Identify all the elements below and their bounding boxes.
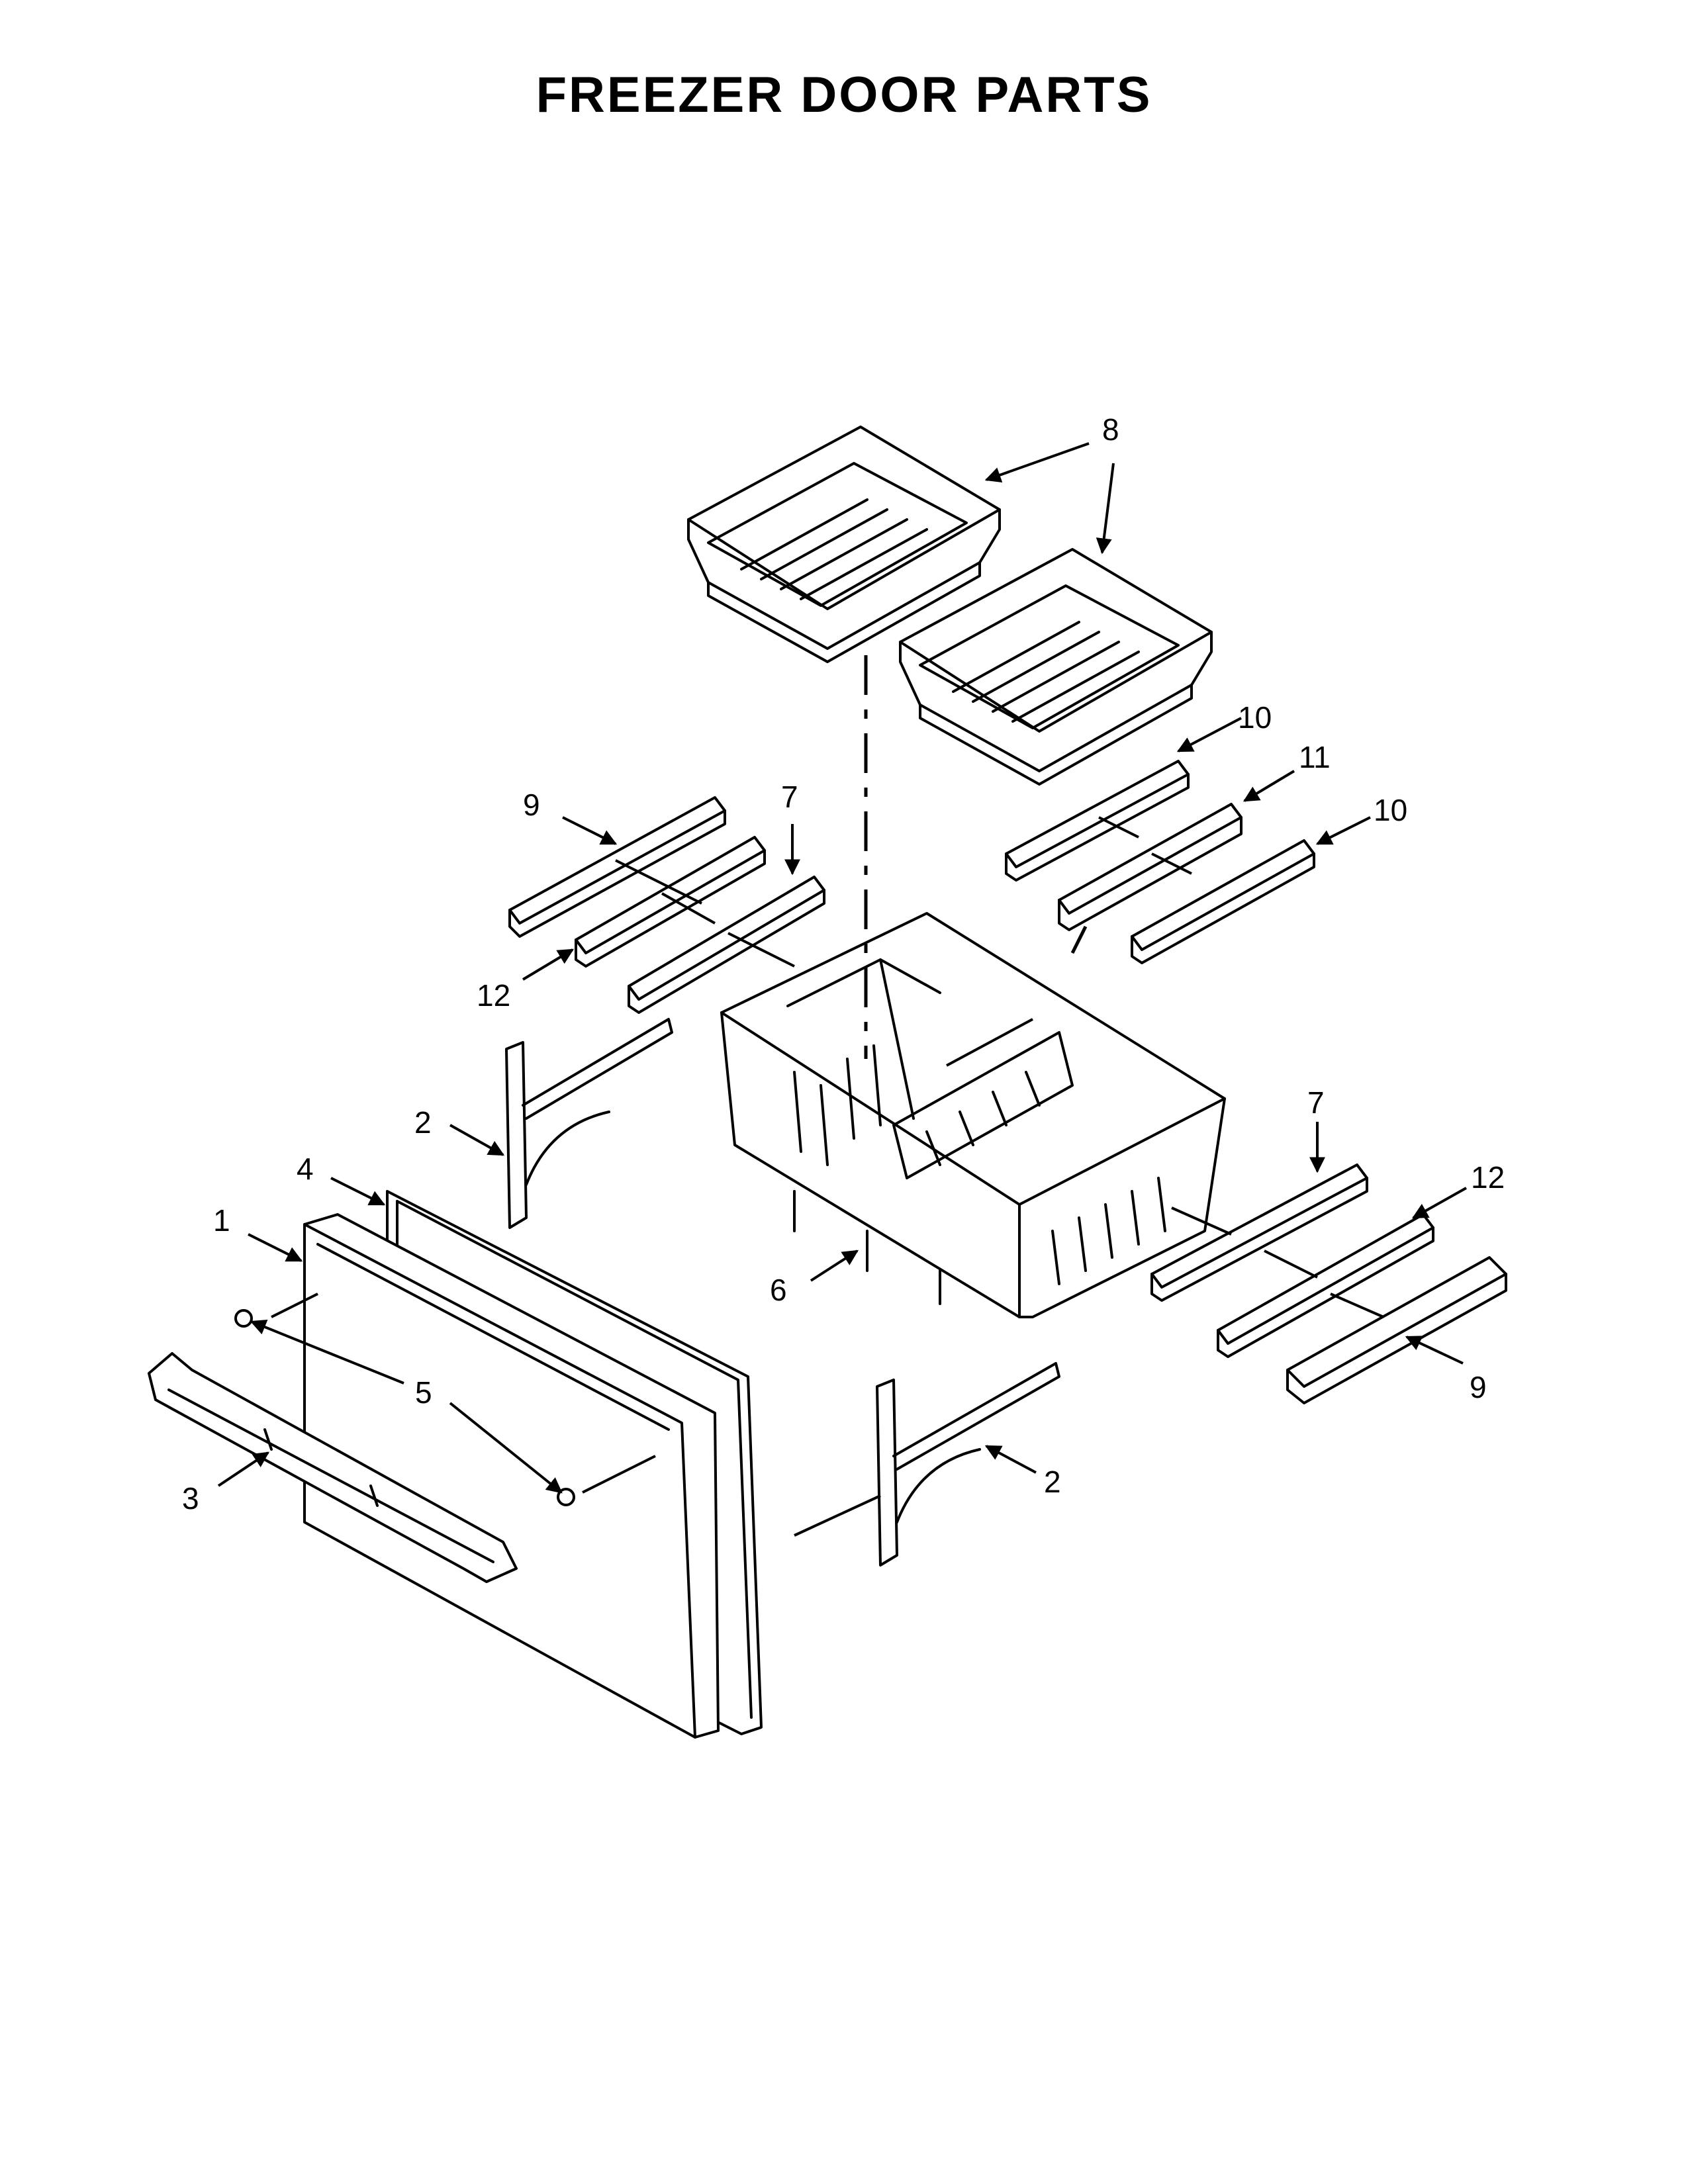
callout-6: 6 xyxy=(770,1273,787,1307)
callout-12-upper: 12 xyxy=(477,978,510,1013)
rail-left-upper xyxy=(628,876,825,1014)
slide-rail-left-upper xyxy=(575,836,766,968)
callout-7-lower: 7 xyxy=(1307,1085,1325,1120)
callout-2-left: 2 xyxy=(414,1105,432,1140)
page-title: FREEZER DOOR PARTS xyxy=(536,67,1152,123)
callout-8: 8 xyxy=(1102,412,1119,447)
rail-right-upper-2 xyxy=(1131,839,1315,964)
callout-9-upper: 9 xyxy=(523,788,540,822)
callout-labels: 1 2 2 3 4 5 6 7 7 8 9 9 10 10 11 12 12 xyxy=(182,412,1505,1516)
callout-10-upper: 10 xyxy=(1238,700,1272,735)
callout-4: 4 xyxy=(297,1152,314,1186)
callout-9-lower: 9 xyxy=(1470,1370,1487,1404)
rail-right-lower xyxy=(1150,1163,1368,1302)
callout-11: 11 xyxy=(1299,740,1331,774)
slide-rail-right-upper xyxy=(1058,803,1243,931)
upper-basket-right xyxy=(899,548,1213,786)
callout-leaders xyxy=(217,442,1467,1494)
slide-rail-right-lower xyxy=(1217,1213,1434,1358)
callout-12-lower: 12 xyxy=(1471,1160,1505,1195)
assembly-lines xyxy=(271,655,1384,1537)
lower-basket xyxy=(720,912,1226,1318)
screw-left xyxy=(234,1309,253,1328)
callout-3: 3 xyxy=(182,1481,199,1516)
bracket-right xyxy=(876,1362,1060,1567)
rail-cover-right-lower xyxy=(1286,1256,1507,1404)
callout-7-upper: 7 xyxy=(781,780,798,814)
callout-1: 1 xyxy=(213,1203,230,1238)
callout-5: 5 xyxy=(415,1375,432,1410)
rail-right-upper-1 xyxy=(1005,760,1190,882)
upper-basket-left xyxy=(687,426,1001,663)
callout-2-right: 2 xyxy=(1044,1465,1061,1499)
freezer-door xyxy=(303,1213,720,1739)
callout-10-lower: 10 xyxy=(1374,793,1407,827)
bracket-left xyxy=(505,1018,673,1229)
